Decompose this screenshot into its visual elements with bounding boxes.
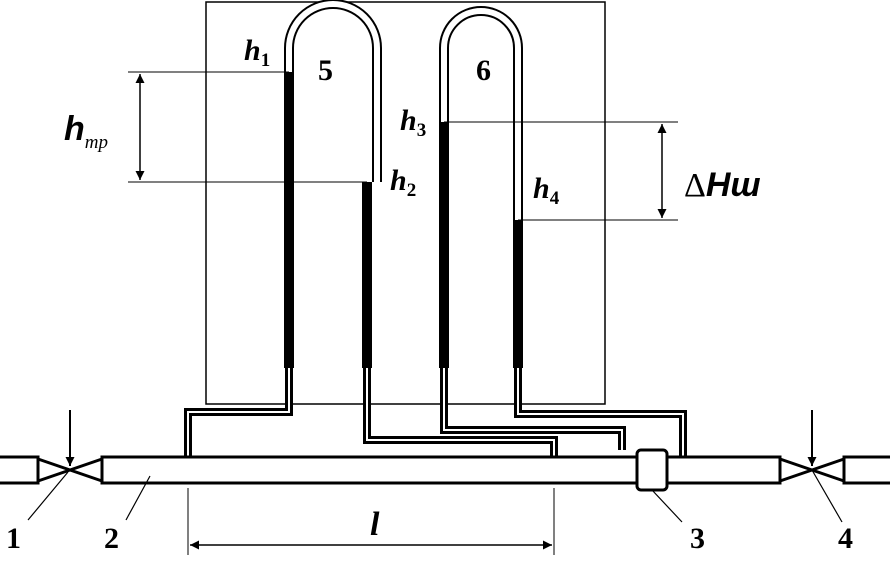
number-3: 3 [690,522,705,555]
label-h1: h1 [244,34,270,71]
u-tube-5 [284,0,382,182]
main-pipe [100,455,782,485]
level-lines [128,71,678,555]
column-h2 [362,182,372,368]
column-h4 [513,220,523,368]
left-pipe-end [0,455,40,485]
label-h2: h2 [390,164,416,201]
connecting-tubes [184,368,687,460]
local-resistance [635,448,669,492]
valve-1 [36,457,104,483]
label-length: l [370,506,380,543]
manometer-board [205,1,606,405]
label-delta-Hsh: ΔHш [684,166,761,204]
number-6: 6 [476,54,491,87]
right-pipe-end [842,455,890,485]
u-tube-6 [439,6,523,220]
column-h3 [439,122,449,368]
leader-lines [27,469,843,523]
label-h4: h4 [533,172,560,209]
number-5: 5 [318,54,333,87]
number-1: 1 [6,522,21,555]
number-2: 2 [104,522,119,555]
label-htr: hтр [64,110,108,153]
label-h3: h3 [400,104,426,141]
column-h1 [284,72,294,368]
number-4: 4 [838,522,853,555]
